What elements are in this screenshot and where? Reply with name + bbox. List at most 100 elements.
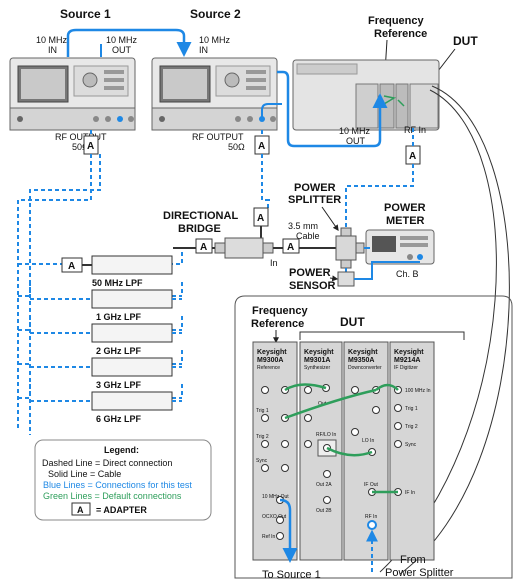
s1-10mhz-out-label2: OUT (112, 45, 132, 55)
lpf-6ghz: 6 GHz LPF (91, 391, 173, 424)
svg-text:Trig 2: Trig 2 (256, 434, 269, 440)
s2-10mhz-in-label2: IN (199, 45, 208, 55)
directional-bridge (214, 237, 274, 259)
module-m9301a: Keysight M9301A Synthesizer Out RF/LO In… (299, 341, 343, 561)
power-sensor-label: POWER (289, 267, 331, 279)
dut-chassis (292, 59, 440, 131)
s1-10mhz-in-label: 10 MHz (36, 35, 68, 45)
svg-text:A: A (68, 261, 75, 272)
in-label: In (270, 258, 278, 268)
svg-text:Trig 1: Trig 1 (405, 406, 418, 412)
svg-text:Sync: Sync (405, 442, 417, 448)
module-m9350a: Keysight M9350A Downconverter LO In IF O… (343, 341, 389, 561)
power-meter-label2: METER (386, 215, 425, 227)
svg-text:A: A (409, 151, 416, 162)
svg-text:A: A (200, 242, 207, 253)
svg-text:Trig 2: Trig 2 (405, 424, 418, 430)
svg-text:IF In: IF In (405, 490, 415, 496)
legend: Legend: Dashed Line = Direct connection … (34, 439, 212, 521)
source2-instrument (151, 57, 278, 131)
svg-text:Out 2B: Out 2B (316, 508, 332, 514)
adapter-s2: A (254, 135, 270, 155)
svg-text:Out 2A: Out 2A (316, 482, 332, 488)
svg-text:M9214A: M9214A (394, 357, 420, 364)
detail-dut-label: DUT (340, 315, 365, 329)
svg-text:Sync: Sync (256, 458, 268, 464)
s2-rf-output-label: RF OUTPUT (192, 132, 244, 142)
adapter-dut-rfin: A (405, 145, 421, 165)
svg-text:IF Digitizer: IF Digitizer (394, 365, 418, 371)
svg-text:10 MHz Out: 10 MHz Out (262, 494, 289, 500)
directional-bridge-label: DIRECTIONAL (163, 210, 238, 222)
svg-text:Ref In: Ref In (262, 534, 276, 540)
legend-adapter-symbol: A (77, 505, 84, 515)
legend-blue: Blue Lines = Connections for this test (43, 480, 192, 490)
cable-label2: Cable (296, 231, 320, 241)
lpf-2ghz: 2 GHz LPF (91, 323, 173, 356)
dut-10mhz-out-label2: OUT (346, 136, 366, 146)
dut-label: DUT (453, 34, 478, 48)
svg-text:Downconverter: Downconverter (348, 365, 382, 371)
legend-dashed: Dashed Line = Direct connection (42, 458, 172, 468)
svg-text:M9300A: M9300A (257, 357, 283, 364)
svg-text:Keysight: Keysight (394, 349, 424, 356)
power-splitter-label: POWER (294, 182, 336, 194)
adapter-bridge-left: A (195, 238, 213, 254)
adapter-bridge-right: A (282, 238, 300, 254)
rf-in-label: RF In (404, 125, 426, 135)
svg-text:2 GHz LPF: 2 GHz LPF (96, 346, 142, 356)
svg-text:Keysight: Keysight (348, 349, 378, 356)
detail-freq-ref-label2: Reference (251, 318, 304, 330)
source2-label: Source 2 (190, 7, 241, 21)
ch-b-label: Ch. B (396, 269, 419, 279)
svg-text:LO In: LO In (362, 438, 374, 444)
svg-text:Synthesizer: Synthesizer (304, 365, 330, 371)
svg-text:Keysight: Keysight (257, 349, 287, 356)
svg-text:M9350A: M9350A (348, 357, 374, 364)
source1-instrument (9, 57, 136, 131)
source1-label: Source 1 (60, 7, 111, 21)
svg-text:Reference: Reference (257, 365, 280, 371)
svg-text:3 GHz LPF: 3 GHz LPF (96, 380, 142, 390)
from-power-splitter-label: Power Splitter (385, 567, 454, 579)
power-splitter-label2: SPLITTER (288, 194, 341, 206)
power-sensor (337, 271, 355, 287)
svg-text:50 MHz LPF: 50 MHz LPF (92, 278, 143, 288)
adapter-filter: A (61, 257, 83, 273)
adapter-s1: A (83, 135, 99, 155)
freq-ref-label: Frequency (368, 15, 425, 27)
svg-text:Keysight: Keysight (304, 349, 334, 356)
freq-ref-label2: Reference (374, 28, 427, 40)
legend-solid: Solid Line = Cable (48, 469, 121, 479)
svg-text:A: A (257, 213, 264, 224)
svg-text:IF Out: IF Out (364, 482, 379, 488)
s1-rf-output-label: RF OUTPUT (55, 132, 107, 142)
svg-text:1 GHz LPF: 1 GHz LPF (96, 312, 142, 322)
from-label: From (400, 554, 426, 566)
power-splitter (335, 227, 365, 269)
lpf-1ghz: 1 GHz LPF (91, 289, 173, 322)
svg-text:A: A (287, 242, 294, 253)
cable-label: 3.5 mm (288, 221, 318, 231)
power-sensor-label2: SENSOR (289, 280, 336, 292)
dut-10mhz-out-label: 10 MHz (339, 126, 371, 136)
svg-text:A: A (258, 141, 265, 152)
s1-10mhz-out-label: 10 MHz (106, 35, 138, 45)
svg-text:RF In: RF In (365, 514, 377, 520)
svg-text:M9301A: M9301A (304, 357, 330, 364)
power-meter (365, 229, 435, 265)
lpf-50mhz: 50 MHz LPF (91, 255, 173, 288)
svg-text:A: A (87, 141, 94, 152)
legend-green: Green Lines = Default connections (43, 491, 182, 501)
svg-text:OCXO Out: OCXO Out (262, 514, 287, 520)
detail-freq-ref-label: Frequency (252, 305, 309, 317)
s1-10mhz-in-label2: IN (48, 45, 57, 55)
power-meter-label: POWER (384, 202, 426, 214)
module-m9214a: Keysight M9214A IF Digitizer 100 MHz In … (389, 341, 435, 561)
s2-10mhz-in-label: 10 MHz (199, 35, 231, 45)
legend-title: Legend: (104, 445, 139, 455)
lpf-3ghz: 3 GHz LPF (91, 357, 173, 390)
svg-text:6 GHz LPF: 6 GHz LPF (96, 414, 142, 424)
s1-ohm-label: 50Ω (72, 142, 89, 152)
